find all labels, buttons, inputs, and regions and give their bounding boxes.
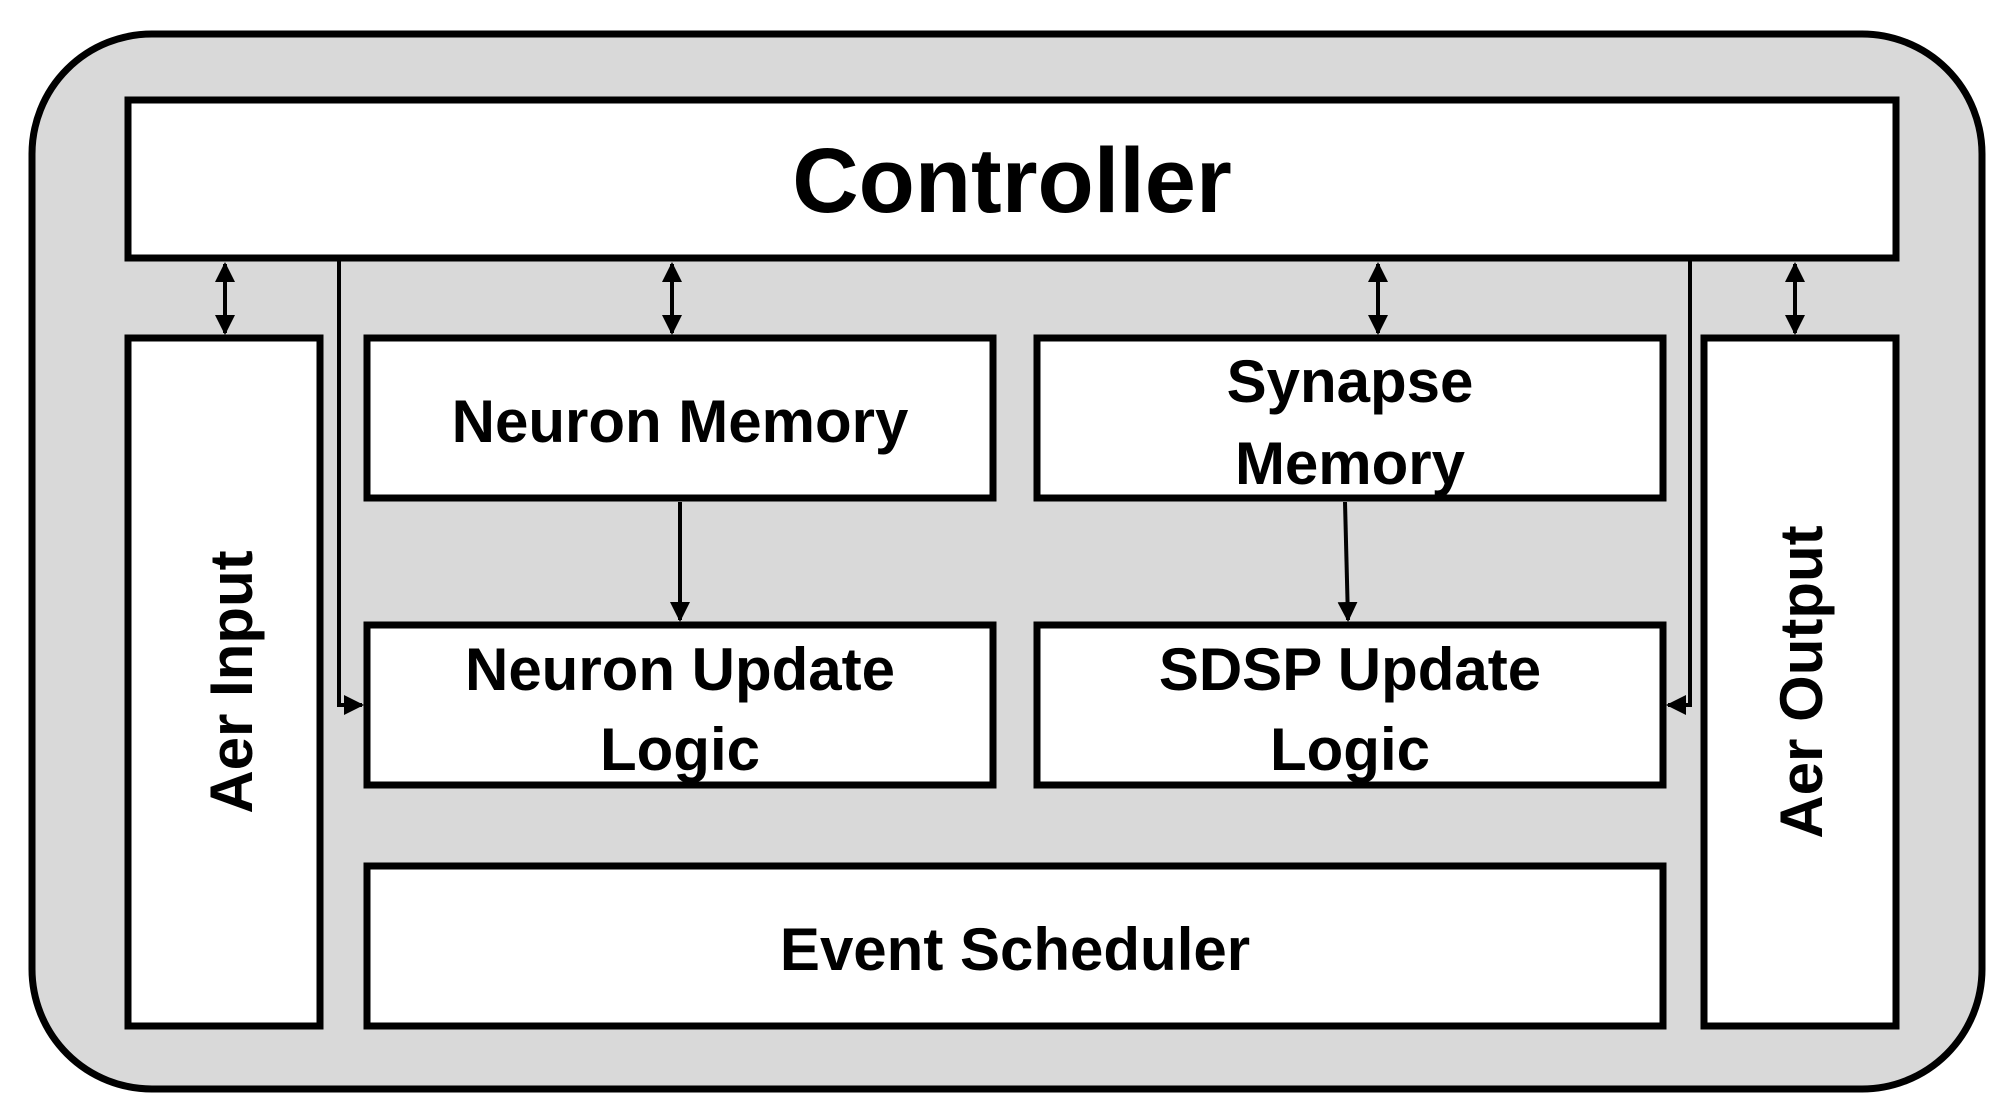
aer-input-block: Aer Input [124, 334, 324, 1030]
event-scheduler-label: Event Scheduler [780, 916, 1250, 983]
core-container [28, 30, 1986, 1093]
neuron-memory-label: Neuron Memory [452, 388, 909, 455]
synapse-memory-label-line1: Synapse [1227, 348, 1474, 415]
arrow-controller-neuron-update-logic [337, 258, 364, 715]
sdsp-update-logic-label-line1: SDSP Update [1159, 636, 1541, 703]
neuron-memory-block: Neuron Memory [363, 334, 997, 502]
controller-label: Controller [792, 130, 1232, 232]
neuron-update-logic-label-line1: Neuron Update [465, 636, 895, 703]
neuron-update-logic-label-line2: Logic [600, 716, 760, 783]
controller-block: Controller [124, 96, 1900, 262]
aer-input-label: Aer Input [198, 550, 265, 813]
arrow-controller-sdsp-update-logic [1666, 258, 1692, 715]
event-scheduler-block: Event Scheduler [363, 862, 1667, 1030]
arrow-synapse-memory-to-sdsp-update-logic [1337, 501, 1358, 622]
sdsp-update-logic-block: SDSP Update Logic [1033, 621, 1667, 789]
aer-output-block: Aer Output [1700, 334, 1900, 1030]
aer-output-label: Aer Output [1768, 525, 1835, 838]
sdsp-update-logic-label-line2: Logic [1270, 716, 1430, 783]
neuron-update-logic-block: Neuron Update Logic [363, 621, 997, 789]
synapse-memory-label-line2: Memory [1235, 430, 1466, 497]
synapse-memory-block: Synapse Memory [1033, 334, 1667, 502]
